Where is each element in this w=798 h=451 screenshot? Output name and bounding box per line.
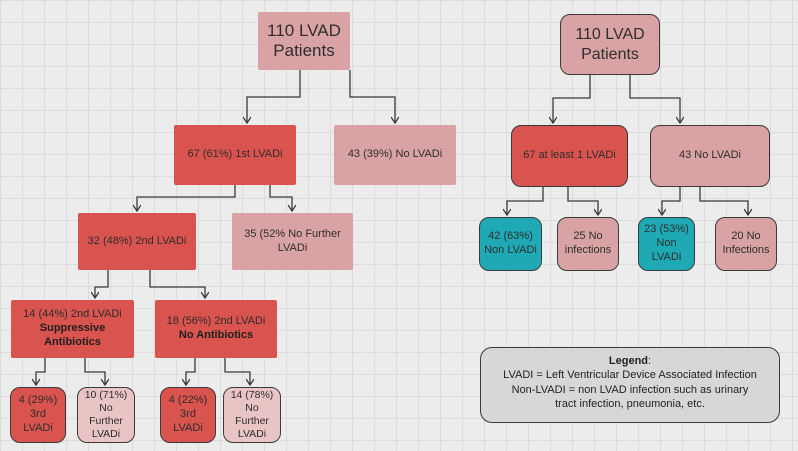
no-infections-20-node: 20 No Infections [715,217,777,271]
third-lvadi-a-node: 4 (29%) 3rd LVADi [10,387,66,443]
at-least-one-lvadi-node: 67 at least 1 LVADi [511,125,628,187]
no-antibiotics-count-label: 18 (56%) 2nd LVADi [166,315,266,328]
third-lvadi-a-label: 4 (29%) 3rd LVADi [18,394,58,434]
edge-suppressive-nofurther [84,358,105,385]
edge-nolvadi-noinfections [699,187,748,215]
edge-rroot-atleast [553,75,591,123]
first-lvadi-label: 67 (61%) 1st LVADi [187,148,283,161]
second-lvadi-node: 32 (48%) 2nd LVADi [78,213,196,270]
no-antibiotics-label: No Antibiotics [178,329,254,341]
edge-atleast-nonlvadi [507,187,544,215]
edge-atleast-noinfections [567,187,598,215]
edge-noantibiotics-third [186,358,196,385]
right-no-lvadi-label: 43 No LVADi [679,149,741,162]
no-further-b-node: 14 (78%) No Further LVADi [223,387,281,443]
first-lvadi-node: 67 (61%) 1st LVADi [174,125,296,185]
edge-nolvadi-nonlvadi [662,187,681,215]
legend-title: Legend [608,355,649,367]
suppressive-antibiotics-node: 14 (44%) 2nd LVADi Suppressive Antibioti… [11,300,134,358]
right-root-label: 110 LVAD Patients [575,26,645,63]
no-infections-25-node: 25 No infections [557,217,619,271]
third-lvadi-b-label: 4 (22%) 3rd LVADi [168,394,208,434]
non-lvadi-23-label: 23 (53%) Non LVADi [644,223,689,263]
legend-lvadi-definition: LVADI = Left Ventricular Device Associat… [503,369,757,382]
non-lvadi-42-node: 42 (63%) Non LVADi [479,217,542,271]
no-further-lvadi-node: 35 (52% No Further LVADi [232,213,353,270]
second-lvadi-label: 32 (48%) 2nd LVADi [87,234,187,247]
left-root-node: 110 LVAD Patients [258,12,350,70]
right-root-node: 110 LVAD Patients [560,14,660,75]
edge-second-noantibiotics [149,270,205,298]
left-root-label: 110 LVAD Patients [267,20,341,60]
at-least-one-lvadi-label: 67 at least 1 LVADi [523,149,616,162]
left-no-lvadi-node: 43 (39%) No LVADi [334,125,456,185]
edge-root-first [247,70,301,123]
suppressive-antibiotics-label: Suppressive Antibiotics [39,322,106,348]
left-no-lvadi-label: 43 (39%) No LVADi [347,148,443,161]
non-lvadi-23-node: 23 (53%) Non LVADi [638,217,695,271]
suppressive-count-label: 14 (44%) 2nd LVADi [23,308,122,321]
third-lvadi-b-node: 4 (22%) 3rd LVADi [160,387,216,443]
no-antibiotics-node: 18 (56%) 2nd LVADi No Antibiotics [155,300,277,358]
legend-box: Legend: LVADI = Left Ventricular Device … [480,347,780,423]
non-lvadi-42-label: 42 (63%) Non LVADi [484,230,537,256]
edge-first-second [137,185,236,211]
edge-second-suppressive [95,270,109,298]
no-further-a-node: 10 (71%) No Further LVADi [77,387,135,443]
no-further-lvadi-label: 35 (52% No Further LVADi [244,227,341,254]
no-further-a-label: 10 (71%) No Further LVADi [84,388,128,441]
no-infections-20-label: 20 No Infections [722,230,770,256]
right-no-lvadi-node: 43 No LVADi [650,125,770,187]
edge-root-nolvadi [349,70,395,123]
no-infections-25-label: 25 No infections [564,230,612,256]
edge-suppressive-third [36,358,46,385]
legend-non-lvadi-definition: Non-LVADI = non LVAD infection such as u… [511,383,749,410]
edge-first-nofurther [269,185,292,211]
no-further-b-label: 14 (78%) No Further LVADi [230,388,274,441]
edge-noantibiotics-nofurther [224,358,250,385]
edge-rroot-nolvadi [629,75,680,123]
